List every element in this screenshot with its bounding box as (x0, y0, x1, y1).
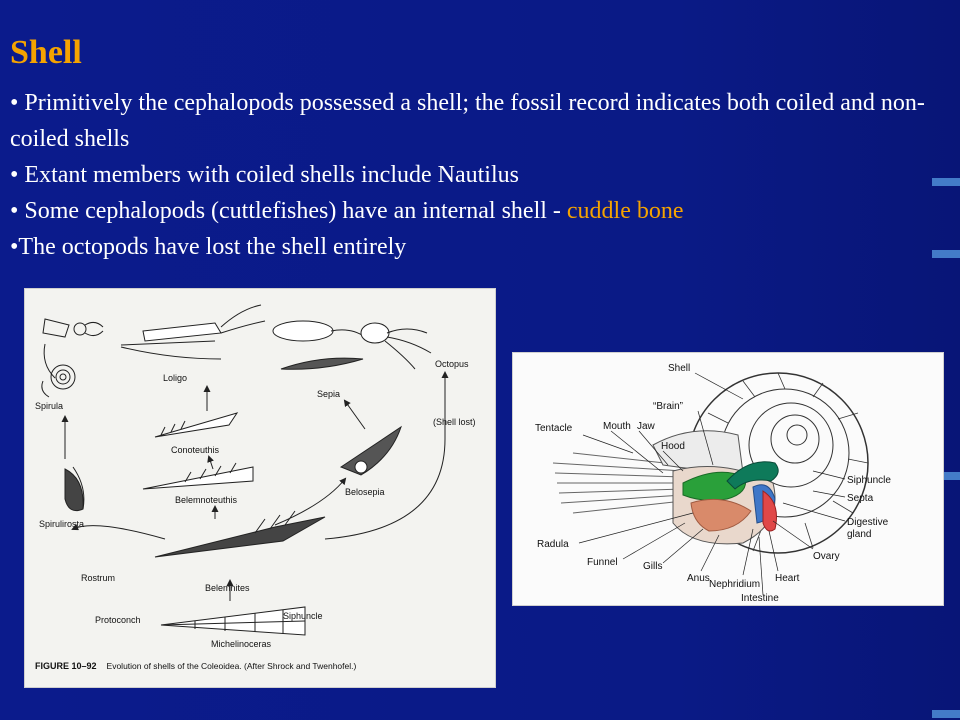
nautilus-anatomy-diagram: Shell “Brain” Tentacle Mouth Jaw Hood Si… (535, 363, 891, 604)
shell-evolution-diagram: Loligo Sepia Octopus (Shell lost) Spirul… (35, 304, 476, 673)
label-gills: Gills (643, 561, 662, 572)
figure-number: FIGURE 10–92 (35, 661, 97, 671)
label-conoteuthis: Conoteuthis (171, 445, 220, 455)
nautilus-hood (652, 430, 744, 474)
label-tentacle: Tentacle (535, 423, 573, 434)
decor-bar (932, 250, 960, 258)
nautilus-anatomy-figure: Shell “Brain” Tentacle Mouth Jaw Hood Si… (512, 352, 944, 606)
label-nephridium: Nephridium (709, 579, 760, 590)
label-belemnoteuthis: Belemnoteuthis (175, 495, 238, 505)
label-ovary: Ovary (813, 551, 840, 562)
bullet-3-text: • Some cephalopods (cuttlefishes) have a… (10, 198, 567, 224)
bullet-2-text: • Extant members with coiled shells incl… (10, 162, 519, 188)
belosepia-sketch (339, 425, 402, 476)
label-sepia: Sepia (317, 389, 340, 399)
nautilus-gills (690, 498, 752, 532)
label-septa: Septa (847, 493, 874, 504)
slide-title: Shell (10, 34, 82, 71)
label-hood: Hood (661, 441, 685, 452)
label-funnel: Funnel (587, 557, 618, 568)
bullet-list: • Primitively the cephalopods possessed … (10, 85, 940, 265)
bullet-3: • Some cephalopods (cuttlefishes) have a… (10, 193, 940, 229)
label-siphuncle-right: Siphuncle (847, 475, 891, 486)
conoteuthis-sketch (154, 412, 239, 438)
label-anus: Anus (687, 573, 710, 584)
early-shell-sketches (41, 318, 104, 398)
bullet-2: • Extant members with coiled shells incl… (10, 157, 940, 193)
belemnites-sketch (154, 510, 326, 558)
decor-bar (932, 178, 960, 186)
cuddle-bone-term: cuddle bone (566, 198, 684, 224)
label-intestine: Intestine (741, 593, 779, 604)
decor-bar (932, 472, 960, 480)
label-belosepia: Belosepia (345, 487, 385, 497)
decor-bar (932, 710, 960, 718)
belemnoteuthis-sketch (142, 462, 254, 490)
label-spirula: Spirula (35, 401, 63, 411)
label-shell: Shell (668, 363, 690, 374)
figure-caption: FIGURE 10–92 Evolution of shells of the … (35, 656, 356, 673)
label-protoconch: Protoconch (95, 615, 141, 625)
label-michelinoceras: Michelinoceras (211, 639, 272, 649)
label-heart: Heart (775, 573, 800, 584)
shell-evolution-figure: Loligo Sepia Octopus (Shell lost) Spirul… (24, 288, 496, 688)
label-loligo: Loligo (163, 373, 187, 383)
label-spirulirosta: Spirulirosta (39, 519, 84, 529)
loligo-sketch (120, 304, 266, 360)
nautilus-tentacles (552, 452, 684, 514)
label-digestive: Digestive (847, 517, 889, 528)
label-shell-lost: (Shell lost) (433, 417, 476, 427)
label-radula: Radula (537, 539, 569, 550)
spirulirosta-sketch (64, 466, 85, 512)
figure-caption-text: Evolution of shells of the Coleoidea. (A… (107, 661, 357, 671)
label-jaw: Jaw (637, 421, 656, 432)
label-gland: gland (847, 529, 871, 540)
bullet-1-text: • Primitively the cephalopods possessed … (10, 90, 925, 152)
sepia-sketch (272, 320, 366, 370)
label-mouth: Mouth (603, 421, 631, 432)
label-brain: “Brain” (653, 401, 683, 412)
bullet-1: • Primitively the cephalopods possessed … (10, 85, 940, 157)
bullet-4-text: •The octopods have lost the shell entire… (10, 234, 407, 260)
label-siphuncle: Siphuncle (283, 611, 323, 621)
label-rostrum: Rostrum (81, 573, 115, 583)
nautilus-digestive-gland (726, 461, 779, 490)
label-belemnites: Belemnites (205, 583, 250, 593)
label-octopus: Octopus (435, 359, 469, 369)
evolution-arrows (61, 371, 449, 601)
bullet-4: •The octopods have lost the shell entire… (10, 229, 940, 265)
label-leader-lines (578, 372, 846, 596)
michelinoceras-sketch (160, 606, 306, 636)
octopus-sketch (360, 322, 432, 370)
